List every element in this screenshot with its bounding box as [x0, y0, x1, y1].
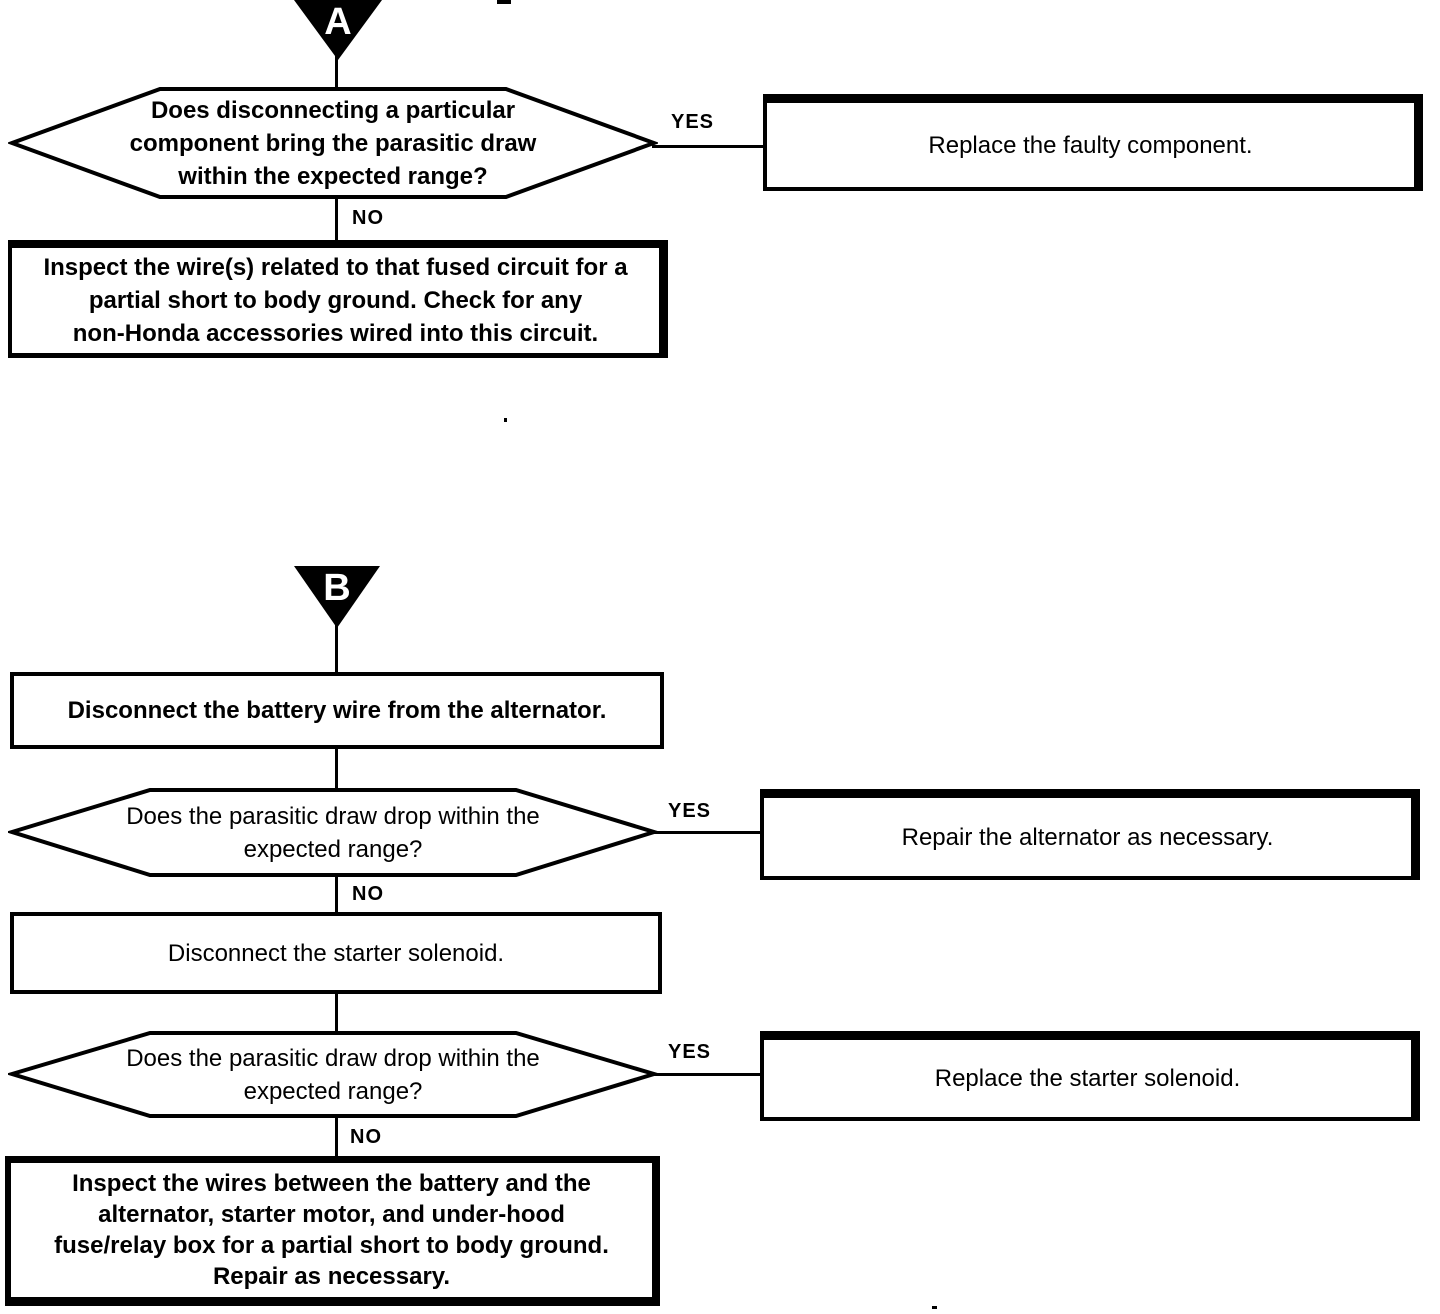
connector-line [652, 1073, 760, 1076]
action-disconnect-battery-wire: Disconnect the battery wire from the alt… [10, 672, 664, 749]
scan-artifact [497, 0, 511, 4]
no-label: NO [352, 207, 384, 229]
text-line: Disconnect the starter solenoid. [167, 939, 505, 967]
text-line: Repair the alternator as necessary. [901, 823, 1274, 851]
decision-draw-drop-2: Does the parasitic draw drop within the … [8, 1030, 658, 1119]
text-line: within the expected range? [178, 162, 488, 190]
connector-line [335, 198, 338, 242]
text-line: component bring the parasitic draw [129, 129, 537, 157]
decision-draw-drop-1: Does the parasitic draw drop within the … [8, 787, 658, 878]
no-label: NO [352, 883, 384, 905]
connector-line [335, 748, 338, 788]
action-inspect-fused-circuit: Inspect the wire(s) related to that fuse… [8, 240, 668, 358]
text-line: Inspect the wire(s) related to that fuse… [43, 254, 628, 281]
connector-line [335, 56, 338, 88]
result-repair-alternator: Repair the alternator as necessary. [760, 789, 1420, 880]
text-line: non-Honda accessories wired into this ci… [72, 320, 599, 347]
action-disconnect-solenoid: Disconnect the starter solenoid. [10, 912, 662, 994]
text-line: Replace the faulty component. [928, 131, 1253, 159]
scan-artifact [504, 418, 507, 422]
text-line: Does disconnecting a particular [150, 96, 516, 124]
connector-line [652, 831, 760, 834]
hexagon-shape [8, 87, 658, 199]
yes-label: YES [668, 1041, 712, 1063]
connector-line [335, 993, 338, 1031]
text-line: Replace the starter solenoid. [934, 1065, 1241, 1092]
connector-a-label: A [324, 1, 352, 43]
scan-artifact [932, 1306, 937, 1309]
connector-b-triangle: B [294, 566, 380, 628]
connector-b-label: B [323, 567, 351, 609]
result-replace-component: Replace the faulty component. [763, 94, 1423, 191]
connector-a-triangle: A [294, 0, 382, 60]
connector-line [335, 624, 338, 674]
text-line: Inspect the wires between the battery an… [72, 1170, 591, 1197]
yes-label: YES [668, 800, 712, 822]
text-line: Disconnect the battery wire from the alt… [67, 697, 607, 724]
text-line: Does the parasitic draw drop within the [126, 1044, 540, 1072]
connector-line [335, 1118, 338, 1158]
connector-line [335, 877, 338, 913]
decision-component-draw: Does disconnecting a particular componen… [8, 86, 658, 200]
text-line: Does the parasitic draw drop within the [126, 802, 540, 830]
no-label: NO [350, 1126, 382, 1148]
decision-text: Does the parasitic draw drop within the … [8, 787, 658, 878]
result-replace-solenoid: Replace the starter solenoid. [760, 1031, 1420, 1121]
text-line: fuse/relay box for a partial short to bo… [54, 1232, 609, 1259]
text-line: Repair as necessary. [212, 1263, 451, 1290]
text-line: alternator, starter motor, and under-hoo… [98, 1201, 565, 1228]
yes-label: YES [671, 111, 715, 133]
text-line: expected range? [243, 835, 423, 863]
action-inspect-wires: Inspect the wires between the battery an… [5, 1156, 660, 1306]
connector-line [652, 145, 764, 148]
text-line: partial short to body ground. Check for … [88, 287, 583, 314]
text-line: expected range? [243, 1077, 423, 1105]
decision-text: Does the parasitic draw drop within the … [8, 1030, 658, 1119]
decision-text: Does disconnecting a particular componen… [8, 86, 658, 200]
